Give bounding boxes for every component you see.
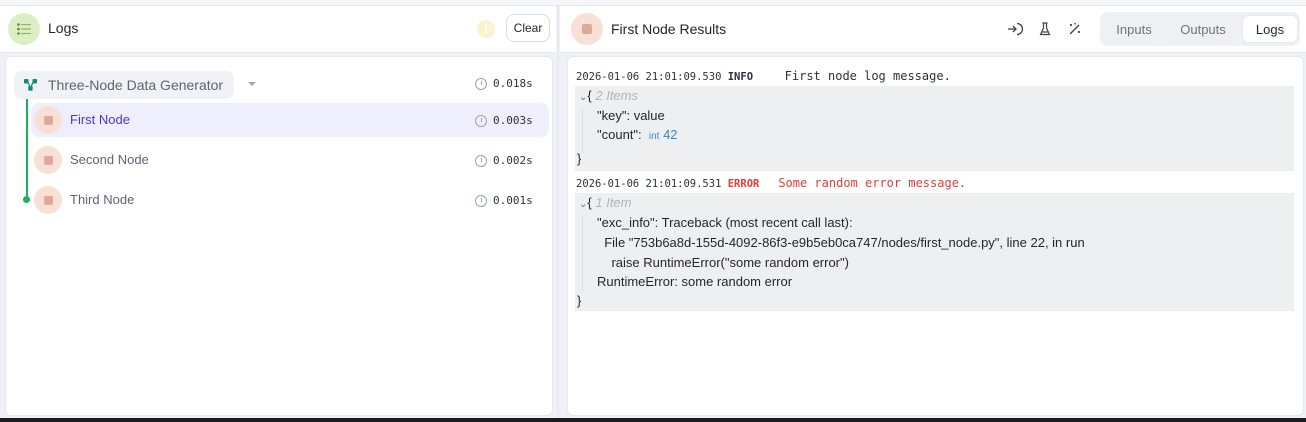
clock-icon — [475, 114, 487, 127]
chevron-down-icon[interactable]: ⌄ — [579, 199, 588, 210]
exc-line: "exc_info": Traceback (most recent call … — [597, 215, 853, 230]
clock-icon — [475, 77, 487, 90]
log-message: Some random error message. — [778, 176, 967, 190]
log-timestamp: 2026-01-06 21:01:09.530 — [576, 71, 722, 83]
close-brace: } — [577, 293, 582, 308]
bottom-strip — [0, 418, 1306, 422]
open-brace: { — [587, 88, 592, 103]
item-count: 2 Items — [595, 88, 638, 103]
logs-content: 2026-01-06 21:01:09.530 INFO First node … — [567, 56, 1304, 416]
json-type: int — [648, 131, 660, 142]
log-message: First node log message. — [784, 69, 951, 83]
duration-value: 0.018s — [493, 77, 533, 90]
json-field: "count": int 42 — [597, 127, 678, 142]
workflow-label: Three-Node Data Generator — [48, 77, 224, 93]
node-duration: 0.002s — [475, 154, 533, 167]
info-icon[interactable]: i — [477, 20, 495, 38]
log-timestamp: 2026-01-06 21:01:09.531 — [576, 178, 722, 190]
node-duration: 0.003s — [475, 114, 533, 127]
log-entry-header: 2026-01-06 21:01:09.531 ERROR Some rando… — [576, 176, 966, 190]
node-label: Third Node — [70, 192, 135, 207]
clear-button[interactable]: Clear — [506, 14, 550, 42]
magic-wand-icon[interactable] — [1066, 20, 1084, 38]
tree-connector-dot — [23, 196, 30, 203]
exc-line: RuntimeError: some random error — [597, 274, 793, 289]
json-value: 42 — [663, 127, 678, 142]
duration-value: 0.002s — [493, 154, 533, 167]
results-panel-header: First Node Results Inputs Outputs Logs — [560, 6, 1306, 53]
results-tabs: Inputs Outputs Logs — [1100, 12, 1300, 46]
logs-panel-header: Logs i Clear — [0, 6, 556, 53]
open-brace: { — [587, 195, 592, 210]
results-title: First Node Results — [611, 21, 727, 37]
node-label: Second Node — [70, 152, 149, 167]
json-field: "key": value — [597, 108, 665, 123]
exc-line: File "753b6a8d-155d-4092-86f3-e9b5eb0ca7… — [597, 235, 1085, 250]
tab-logs[interactable]: Logs — [1243, 16, 1297, 42]
node-duration: 0.001s — [475, 194, 533, 207]
log-level: INFO — [727, 71, 754, 83]
duration-value: 0.003s — [493, 114, 533, 127]
stop-icon — [34, 106, 62, 134]
stop-icon — [571, 13, 603, 45]
json-value: value — [633, 108, 665, 123]
exc-line: raise RuntimeError("some random error") — [597, 255, 849, 270]
json-viewer: ⌄{ 2 Items "key": value "count": int 42 … — [575, 86, 1294, 171]
json-key: "count": — [597, 127, 646, 142]
top-strip — [0, 0, 1306, 6]
close-brace: } — [577, 151, 582, 166]
panel-resize-handle[interactable] — [557, 6, 559, 418]
execution-tree: Three-Node Data Generator 0.018s First N… — [5, 56, 553, 416]
stop-icon — [34, 186, 62, 214]
node-item-third[interactable]: Third Node — [31, 183, 549, 217]
tab-outputs[interactable]: Outputs — [1180, 21, 1226, 37]
node-item-second[interactable]: Second Node — [31, 143, 549, 177]
clock-icon — [475, 154, 487, 167]
logs-title: Logs — [48, 20, 79, 36]
indent-guide — [582, 108, 583, 152]
workflow-icon — [24, 78, 37, 96]
workflow-item[interactable]: Three-Node Data Generator — [14, 71, 234, 99]
json-viewer: ⌄{ 1 Item "exc_info": Traceback (most re… — [575, 193, 1294, 311]
stop-icon — [34, 146, 62, 174]
list-icon — [8, 13, 40, 45]
json-key: "key": — [597, 108, 634, 123]
node-label: First Node — [70, 112, 130, 127]
tree-connector — [26, 99, 28, 200]
item-count: 1 Item — [595, 195, 632, 210]
log-entry-header: 2026-01-06 21:01:09.530 INFO First node … — [576, 69, 951, 83]
tab-inputs[interactable]: Inputs — [1116, 21, 1152, 37]
flask-icon[interactable] — [1036, 20, 1054, 38]
log-level: ERROR — [727, 178, 760, 190]
node-item-first[interactable]: First Node — [31, 103, 549, 137]
sign-in-icon[interactable] — [1006, 20, 1024, 38]
workflow-duration: 0.018s — [475, 77, 533, 90]
clock-icon — [475, 194, 487, 207]
indent-guide — [582, 215, 583, 293]
chevron-down-icon[interactable]: ⌄ — [579, 92, 588, 103]
chevron-down-icon[interactable] — [248, 82, 256, 86]
duration-value: 0.001s — [493, 194, 533, 207]
